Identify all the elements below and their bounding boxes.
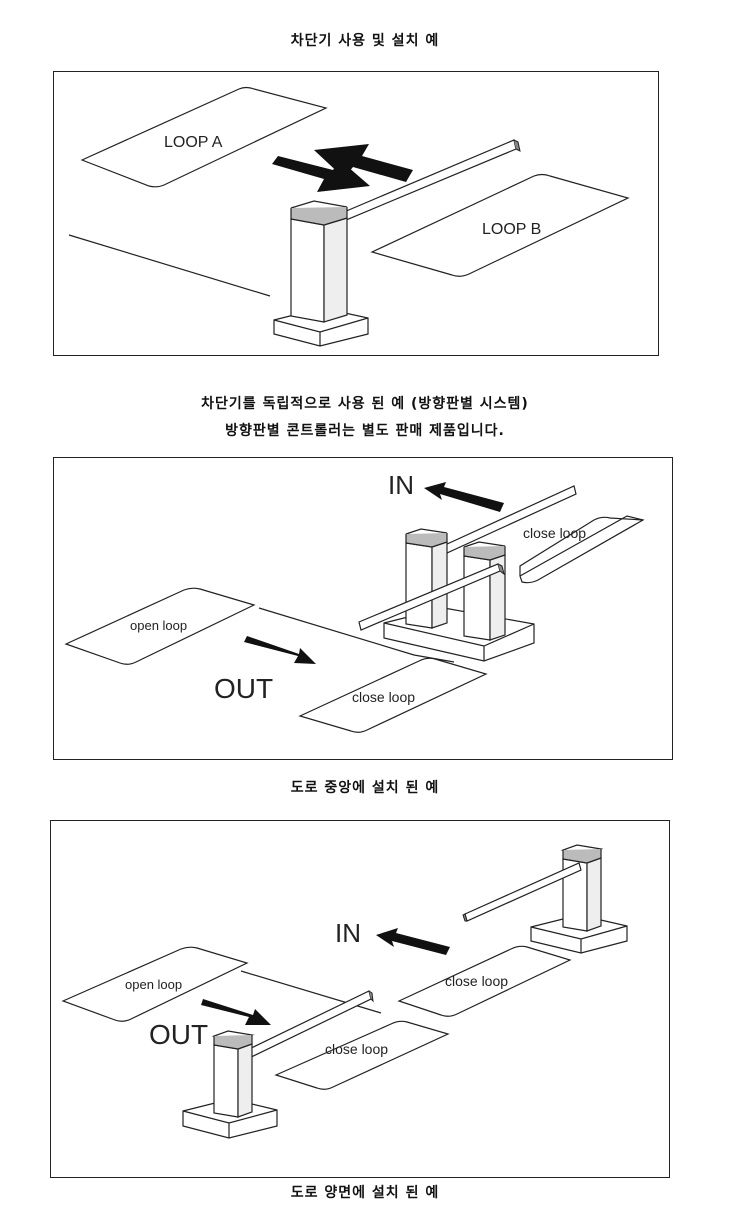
close-loop-bottom-pad	[298, 657, 488, 733]
figure-road-both-sides-installation: open loop close loop close loop IN O	[50, 820, 670, 1178]
out-label: OUT	[214, 673, 273, 704]
open-loop-label: open loop	[125, 977, 182, 992]
in-label: IN	[388, 470, 414, 500]
arrow-out	[201, 999, 271, 1025]
title-road-center: 도로 중앙에 설치 된 예	[290, 780, 440, 796]
close-loop-bottom-label: close loop	[325, 1041, 388, 1057]
road-edge-line	[68, 234, 271, 297]
close-loop-top-pad	[519, 515, 645, 584]
title-installation-examples: 차단기 사용 및 설치 예	[290, 33, 440, 49]
arrow-in-direction	[272, 156, 370, 192]
loop-a-pad	[80, 86, 328, 188]
in-label: IN	[335, 918, 361, 948]
arrow-in	[424, 482, 504, 512]
close-loop-bottom-pad	[274, 1020, 450, 1090]
out-label: OUT	[149, 1019, 208, 1050]
loop-a-label: LOOP A	[164, 134, 223, 151]
close-loop-top-label: close loop	[523, 525, 586, 541]
loop-b-pad	[370, 173, 630, 277]
close-loop-top-label: close loop	[445, 973, 508, 989]
open-loop-pad	[61, 946, 249, 1022]
title-standalone-usage: 차단기를 독립적으로 사용 된 예 (방향판별 시스템)	[201, 396, 529, 412]
figure-road-center-installation: open loop close loop close loop IN OUT	[53, 457, 673, 760]
arrow-in	[376, 928, 450, 955]
title-road-both-sides: 도로 양면에 설치 된 예	[290, 1185, 440, 1201]
close-loop-top-pad	[397, 945, 572, 1017]
open-loop-pad	[64, 587, 256, 665]
figure-standalone-barrier: LOOP A LOOP B	[53, 71, 659, 356]
barrier-housing	[290, 218, 325, 323]
open-loop-label: open loop	[130, 618, 187, 633]
arrow-out	[244, 636, 316, 664]
road-edge-line	[240, 970, 382, 1014]
note-direction-controller: 방향판별 콘트롤러는 별도 판매 제품입니다.	[225, 423, 505, 439]
left-barrier-housing	[213, 1044, 239, 1118]
road-edge-line	[258, 607, 455, 663]
barrier-housing-1	[405, 542, 433, 629]
close-loop-bottom-label: close loop	[352, 689, 415, 705]
loop-b-label: LOOP B	[482, 221, 541, 238]
